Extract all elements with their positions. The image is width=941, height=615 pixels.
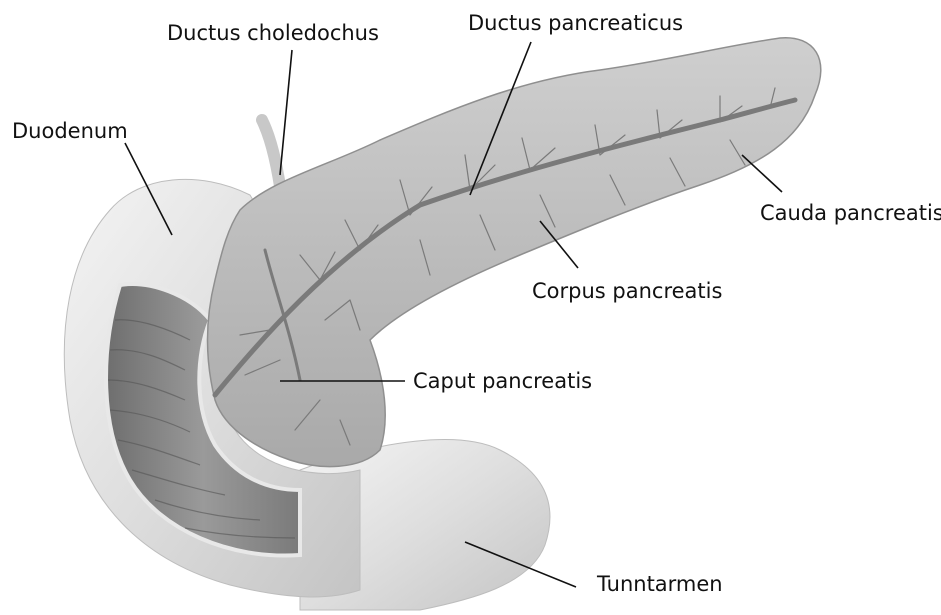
pancreas bbox=[208, 38, 821, 467]
label-tunntarmen: Tunntarmen bbox=[597, 574, 723, 595]
label-ductus-pancreaticus: Ductus pancreaticus bbox=[468, 13, 683, 34]
label-cauda-pancreatis: Cauda pancreatis bbox=[760, 203, 941, 224]
pointer-ductus-choledochus bbox=[280, 50, 292, 175]
label-corpus-pancreatis: Corpus pancreatis bbox=[532, 281, 722, 302]
label-duodenum: Duodenum bbox=[12, 121, 128, 142]
pointer-cauda-pancreatis bbox=[742, 155, 782, 192]
label-ductus-choledochus: Ductus choledochus bbox=[167, 23, 379, 44]
label-caput-pancreatis: Caput pancreatis bbox=[413, 371, 592, 392]
